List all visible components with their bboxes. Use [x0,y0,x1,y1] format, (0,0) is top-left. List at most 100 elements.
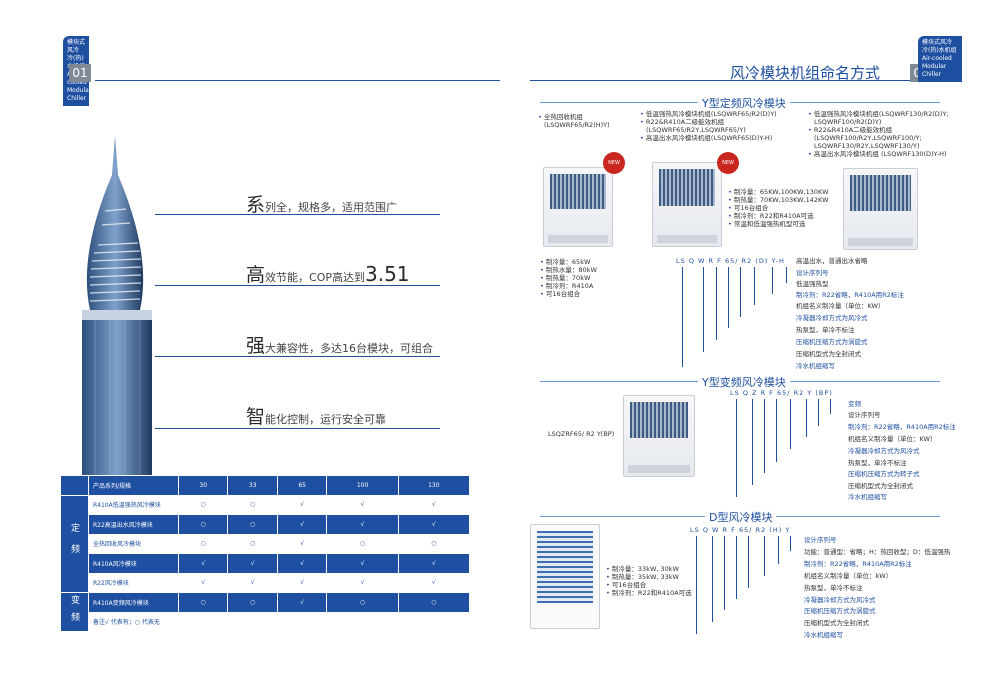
code-part: R [708,257,715,265]
tag-line: 模块式风冷 [67,39,86,54]
code-part: LS [690,526,700,534]
right-header-rule [530,80,910,81]
table-cell: √ [276,572,328,593]
code-part: / [749,526,753,534]
chiller-unit-image [543,167,613,247]
slogan-3: 强大兼容性，多达16台模块，可组合 [246,331,433,358]
text-line: • 制热量：70kW [540,274,591,282]
code-tree-line [703,267,704,352]
table-row: R22高温出水风冷模块 ○ ○ √ √ √ [61,514,471,535]
text-line: • 制冷剂：R22和R410A可选 [728,212,814,220]
row-label: R410A低温强热风冷模块 [88,494,179,515]
table-cell: √ [397,514,471,535]
table-row: 全热回收风冷模块 ○ ○ √ ○ ○ [61,533,471,554]
model-code-y-variable: LS Q Z R F 65/ R2 Y (BP) [730,389,833,397]
code-tree-line [786,267,787,283]
text-line: • 高温出水风冷模块机组 (LSQWRF130(D)Y-H) [808,150,947,158]
code-part: (D) [755,257,769,265]
code-tree-line [712,536,713,622]
text-line: • 制热水量：80kW [540,266,597,274]
slogan-text: 效节能，COP高达到 [265,271,365,284]
table-cell: ○ [397,533,471,554]
code-tree-line [790,399,791,449]
code-label: 热泵型，单冷不标注 [796,326,855,334]
slogan-big-char: 高 [246,264,266,286]
table-row: 定频 R410A低温强热风冷模块 ○ ○ √ √ √ [60,494,471,593]
new-badge-icon: NEW [717,152,739,174]
code-tree-line [748,536,749,588]
code-label: 低温强热型 [796,280,829,288]
code-part: Q [702,526,709,534]
code-part: Q [688,257,695,265]
code-part: R2 [741,257,753,265]
code-tree-line [716,267,717,340]
code-tree-line [740,267,741,317]
code-label: 压缩机型式为全封闭式 [796,350,861,358]
code-part: F [731,526,736,534]
tag-line: Chiller [922,71,942,78]
code-tree-line [830,399,831,414]
slogan-divider [155,214,440,215]
code-tree-line [776,399,777,462]
table-header-cell: 130 [397,475,471,496]
table-cell: ○ [177,533,229,554]
model-code-d-type: LS Q W R F 65/ R2 (H) Y [690,526,790,534]
table-cell: √ [397,494,471,515]
table-cell: √ [276,592,328,613]
slogan-divider [155,428,440,429]
code-tree-line [764,536,765,576]
slogan-big-char: 系 [246,194,266,216]
table-cell: √ [276,514,328,535]
page-title: 风冷模块机组命名方式 [730,64,881,82]
code-part: R2 [793,389,805,397]
code-tree-line [696,536,697,634]
tag-line: 冷(热)水机组 [922,47,957,54]
slogan-text: 列全，规格多，适用范围广 [265,201,398,214]
code-label: 变频 [848,400,861,408]
text-line: • 制热量：35kW, 33kW [606,573,679,581]
skyscraper-image [82,135,152,515]
code-label: 冷凝器冷却方式为风冷式 [796,314,868,322]
table-note-row: 备注√ 代表有；○ 代表无 [61,611,470,632]
code-part: (BP) [815,389,833,397]
code-tree-line [818,399,819,426]
row-label: 全热回收风冷模块 [88,533,179,554]
code-part: W [698,257,706,265]
code-part: Z [752,389,758,397]
table-cell: ○ [227,592,278,613]
y-fixed-col3: • 低温强热风冷模块机组(LSQWRF130/R2(D)Y; LSQWRF100… [808,110,949,158]
table-note: 备注√ 代表有；○ 代表无 [88,611,470,632]
code-part: Y [807,389,813,397]
code-tree-line [754,267,755,305]
text-line: • 制冷剂：R410A [540,282,594,290]
tag-line: Modular [922,63,947,70]
code-part: Y [785,526,791,534]
code-part: Y [771,257,776,265]
code-part: R [760,389,767,397]
slogan-divider [155,285,440,286]
slogan-text: 大兼容性，多达16台模块，可组合 [265,342,434,355]
group-label-variable: 变频 [60,592,89,632]
table-row: 变频 R410A变频风冷模块 ○ ○ √ ○ ○ [60,592,471,632]
row-label: R410A风冷模块 [88,553,179,574]
table-cell: √ [326,494,399,515]
code-label: 制冷剂：R22省略，R410A用R2标注 [804,560,912,568]
table-cell: ○ [326,533,399,554]
table-cell: √ [326,572,399,593]
text-line: • 低温强热风冷模块机组(LSQWRF130/R2(D)Y; [808,110,949,118]
code-label: 设计序列号 [796,269,829,277]
code-part: - [775,257,779,265]
table-header-cell: 产品系列/规格 [88,475,179,496]
table-cell: √ [326,514,399,535]
y-variable-model: LSQZRF65/ R2 Y(BP) [548,430,615,438]
tag-line: 模块式风冷 [922,39,953,46]
table-row: R410A风冷模块 √ √ √ √ √ [61,553,471,574]
text-line: LSQWRF100/R2(D)Y) [814,118,882,126]
code-label: 设计序列号 [804,536,837,544]
slogan-text: 能化控制，运行安全可靠 [265,413,387,426]
slogan-big-char: 智 [246,406,266,428]
text-line: • 低温强热风冷模块机组(LSQWRF65/R2(D)Y) [640,110,777,118]
table-cell: √ [227,553,278,574]
text-line: (LSQWRF100/R2Y,LSQWRF100/Y; [814,134,922,142]
code-tree-line [682,267,683,367]
